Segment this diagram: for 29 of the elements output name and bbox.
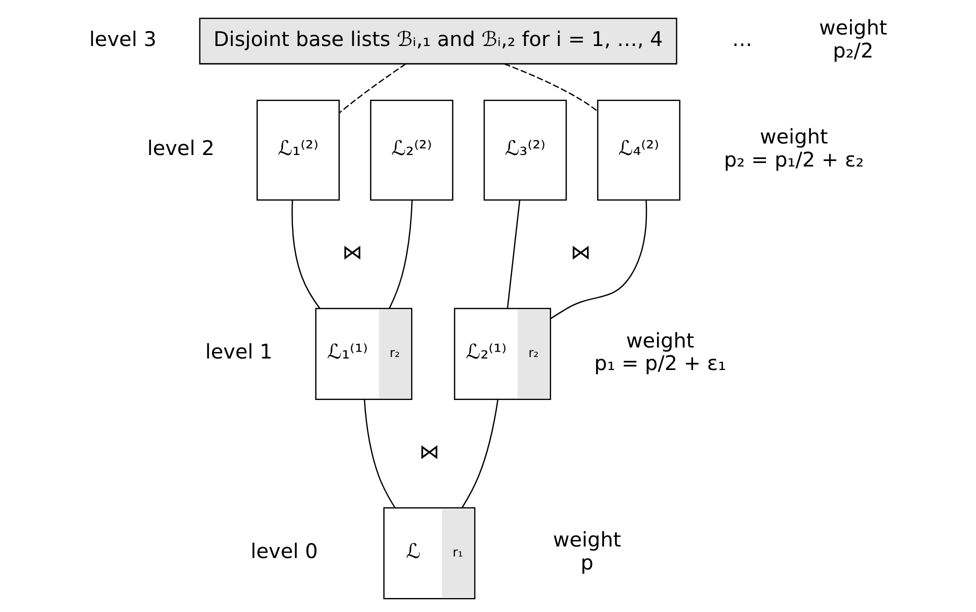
label: weight — [760, 124, 828, 149]
node-box: Disjoint base lists ℬᵢ,₁ and ℬᵢ,₂ for i = 1, …, 4 — [199, 18, 678, 64]
node-box: ℒ₃⁽²⁾ — [484, 100, 567, 201]
label: … — [732, 26, 752, 51]
label: p₂/2 — [832, 38, 874, 62]
connector — [462, 399, 498, 508]
node-box: ℒ₄⁽²⁾ — [597, 100, 680, 201]
connector — [338, 63, 406, 114]
label: p₁ = p/2 + ε₁ — [594, 351, 726, 376]
connector — [364, 399, 396, 508]
connector — [550, 200, 648, 320]
label: ⋈ — [419, 439, 440, 464]
label: p — [580, 550, 594, 574]
label: level 3 — [89, 26, 156, 51]
label: level 0 — [250, 539, 318, 564]
connector — [504, 63, 598, 112]
label: level 1 — [205, 340, 272, 364]
label: ⋈ — [342, 240, 362, 264]
connector — [292, 200, 320, 309]
label: weight — [819, 16, 888, 40]
label: weight — [553, 528, 622, 552]
label: ⋈ — [570, 240, 591, 264]
connector — [506, 200, 520, 308]
label: level 2 — [147, 136, 214, 160]
node-box: ℒ₁⁽²⁾ — [256, 100, 340, 201]
label: weight — [626, 328, 694, 352]
label: p₂ = p₁/2 + ε₂ — [724, 147, 864, 172]
connector — [388, 200, 413, 308]
node-box: ℒ₂⁽²⁾ — [370, 100, 454, 201]
